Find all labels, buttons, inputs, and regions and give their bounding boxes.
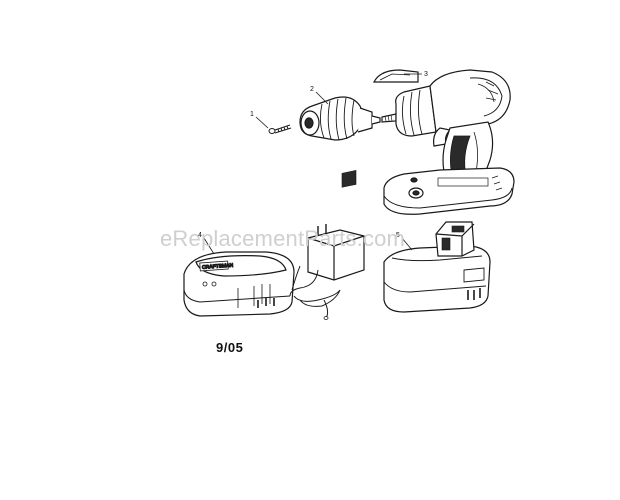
leader-line-5 bbox=[401, 237, 413, 251]
part-chuck bbox=[299, 96, 381, 141]
callout-4: 4 bbox=[198, 232, 202, 239]
part-charger: CRAFTSMAN bbox=[183, 251, 295, 317]
date-code: 9/05 bbox=[216, 340, 244, 355]
leader-line-4 bbox=[203, 237, 215, 255]
callout-2: 2 bbox=[310, 86, 314, 93]
charger-brand-label: CRAFTSMAN bbox=[202, 263, 234, 271]
leader-line-2 bbox=[315, 91, 329, 105]
leader-line-1 bbox=[255, 116, 269, 129]
part-drill bbox=[373, 69, 515, 215]
callout-1: 1 bbox=[250, 111, 254, 118]
callout-3: 3 bbox=[424, 71, 428, 78]
callout-5: 5 bbox=[396, 232, 400, 239]
part-screw bbox=[268, 124, 292, 134]
watermark-text: eReplacementParts.com bbox=[160, 226, 406, 251]
part-battery bbox=[383, 221, 491, 313]
part-ac-adapter bbox=[289, 169, 365, 320]
